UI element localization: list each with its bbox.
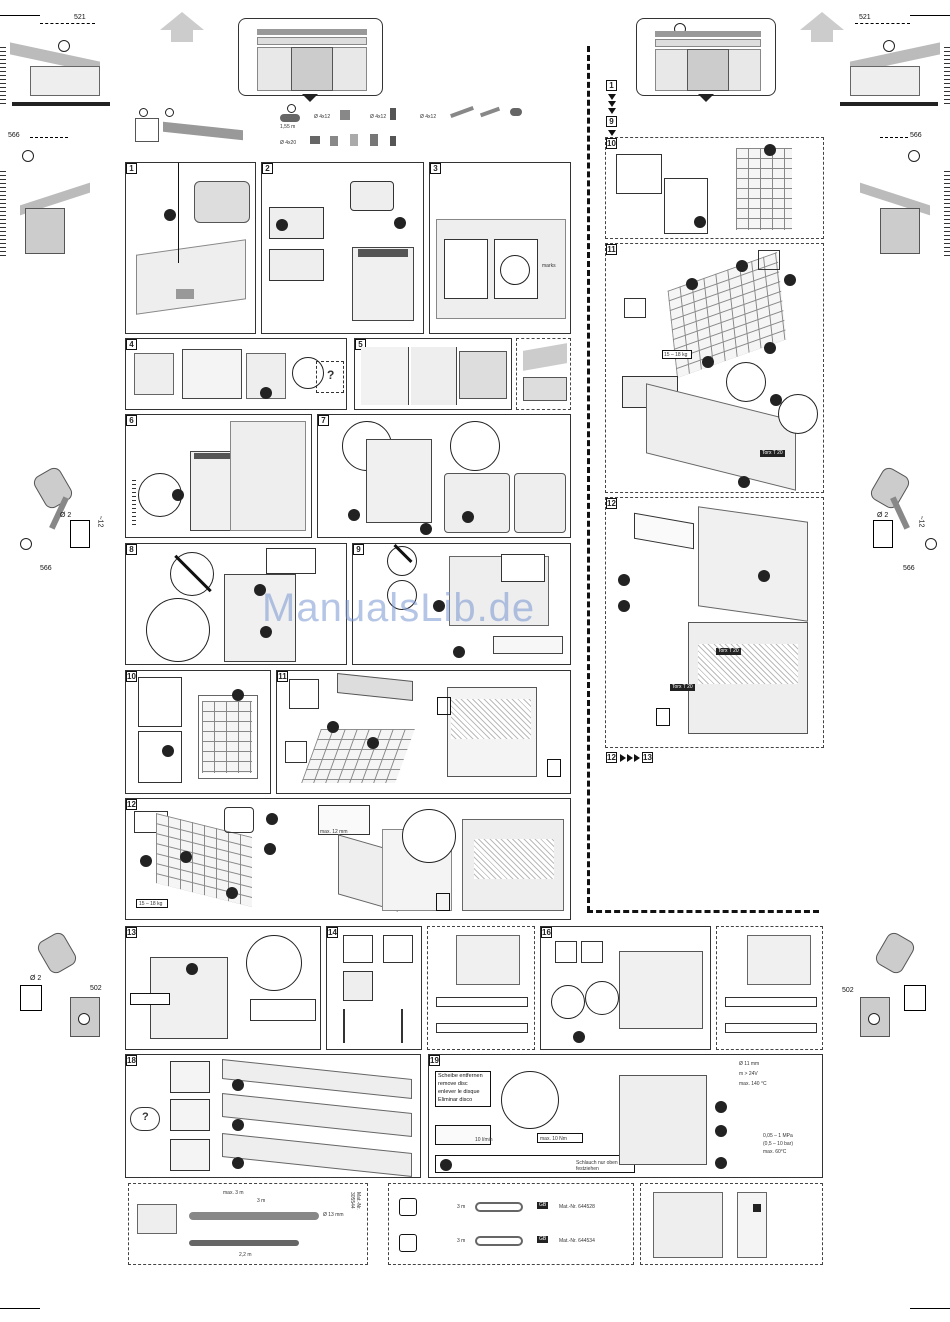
right-counter-figure: [840, 42, 950, 106]
target-icon: [58, 40, 70, 52]
section-divider-bottom: [587, 910, 819, 913]
left-appliance-figure: [0, 170, 100, 258]
crop-mark-top-left: [0, 15, 40, 16]
trash-icon: [436, 893, 450, 911]
panel-r11-door: 11 15 – 18 kg Torx T 20: [605, 243, 824, 493]
down-arrow-icon: [698, 94, 714, 102]
panel-8-no-steam: 8: [125, 543, 347, 665]
drill-icon: [873, 929, 917, 977]
target-icon: [22, 150, 34, 162]
target-icon: [883, 40, 895, 52]
up-arrow-left-stem: [171, 30, 193, 42]
panel-12-door-mount: 12 15 – 18 kg max. 12 mm: [125, 798, 571, 920]
accessories-strip: 1,55 m Ø 4x12 Ø 4x12 Ø 4x12 Ø 4x20: [125, 102, 535, 160]
panel-2-mounting: 2: [261, 162, 424, 334]
header-kitchen-left: [238, 18, 383, 96]
socket-icon: [399, 1198, 417, 1216]
panel-r12-door-mount: 12 Torx T 20 Torx T 20: [605, 497, 824, 748]
panel-11-screws: 11: [276, 670, 571, 794]
up-arrow-left-icon: [160, 12, 204, 30]
left-dim-mid: 566: [8, 132, 68, 162]
panel-4-alignment: 4 ?: [125, 338, 347, 410]
drill-icon: [868, 464, 912, 512]
right-appliance-figure: [850, 170, 950, 258]
panel-5-variants: 5: [354, 338, 512, 410]
right-drill-figure: Ø 2 ~12 566: [855, 464, 950, 575]
down-arrow-icon: [302, 94, 318, 102]
socket-icon: [399, 1234, 417, 1252]
panel-power-cables: 3 m 3 m GB GB Mat.-Nr. 644528 Mat.-Nr. 6…: [388, 1183, 634, 1265]
lower-right-drill-figure: 502: [840, 929, 940, 1045]
protective-strip: [163, 121, 243, 141]
right-dim-mid: 566: [880, 132, 940, 162]
panel-13-door-spring: 13: [125, 926, 321, 1050]
section-divider: [587, 46, 590, 912]
trash-icon: [437, 697, 451, 715]
panel-14-fit-check: 14: [326, 926, 422, 1050]
panel-r10-film: 10: [605, 137, 824, 239]
target-icon: [20, 538, 32, 550]
film-sheet: [135, 118, 159, 142]
crop-mark-top-right: [910, 15, 950, 16]
header-kitchen-right: [636, 18, 776, 96]
panel-6-adjust-height: 6: [125, 414, 312, 538]
watermark-text: ManualsLib.de: [262, 586, 536, 630]
panel-10-film: 10: [125, 670, 271, 794]
lower-left-drill-figure: Ø 2 502: [12, 929, 112, 1045]
target-icon: [868, 1013, 880, 1025]
trash-icon: [547, 759, 561, 777]
left-drill-figure: Ø 2 ~12 566: [10, 464, 105, 575]
panel-18-cover-options: 18 ?: [125, 1054, 421, 1178]
left-counter-figure: [0, 42, 110, 106]
step-indicator-end: 12 13: [606, 752, 653, 763]
step-indicator: 1 9: [606, 80, 630, 138]
panel-7-feet: 7: [317, 414, 571, 538]
target-icon: [908, 150, 920, 162]
panel-15-slide: [427, 926, 535, 1050]
panel-17-slide: [716, 926, 823, 1050]
target-icon: [925, 538, 937, 550]
panel-16-panel-fix: 16: [540, 926, 711, 1050]
drill-icon: [35, 929, 79, 977]
right-dim-top: 521: [855, 14, 910, 52]
panel-9-adjust-rear: 9: [352, 543, 571, 665]
panel-3-install-niche: 3 marks: [429, 162, 571, 334]
panel-side-cover: [640, 1183, 823, 1265]
trash-icon: [656, 708, 670, 726]
panel-1-cabinet-marking: 1: [125, 162, 256, 334]
drill-icon: [31, 464, 75, 512]
panel-5b-detail: [516, 338, 571, 410]
up-arrow-right-stem: [811, 30, 833, 42]
crop-mark-bottom-right: [910, 1308, 950, 1309]
panel-hose-lengths: max. 3 m 3 m 2,2 m Ø 13 mm Mat.-Nr. 3055…: [128, 1183, 368, 1265]
crop-mark-bottom-left: [0, 1308, 40, 1309]
up-arrow-right-icon: [800, 12, 844, 30]
panel-19-water-connection: 19 Scheibe entfernen remove disc enlever…: [428, 1054, 823, 1178]
left-dim-top: 521: [40, 14, 95, 52]
target-icon: [78, 1013, 90, 1025]
